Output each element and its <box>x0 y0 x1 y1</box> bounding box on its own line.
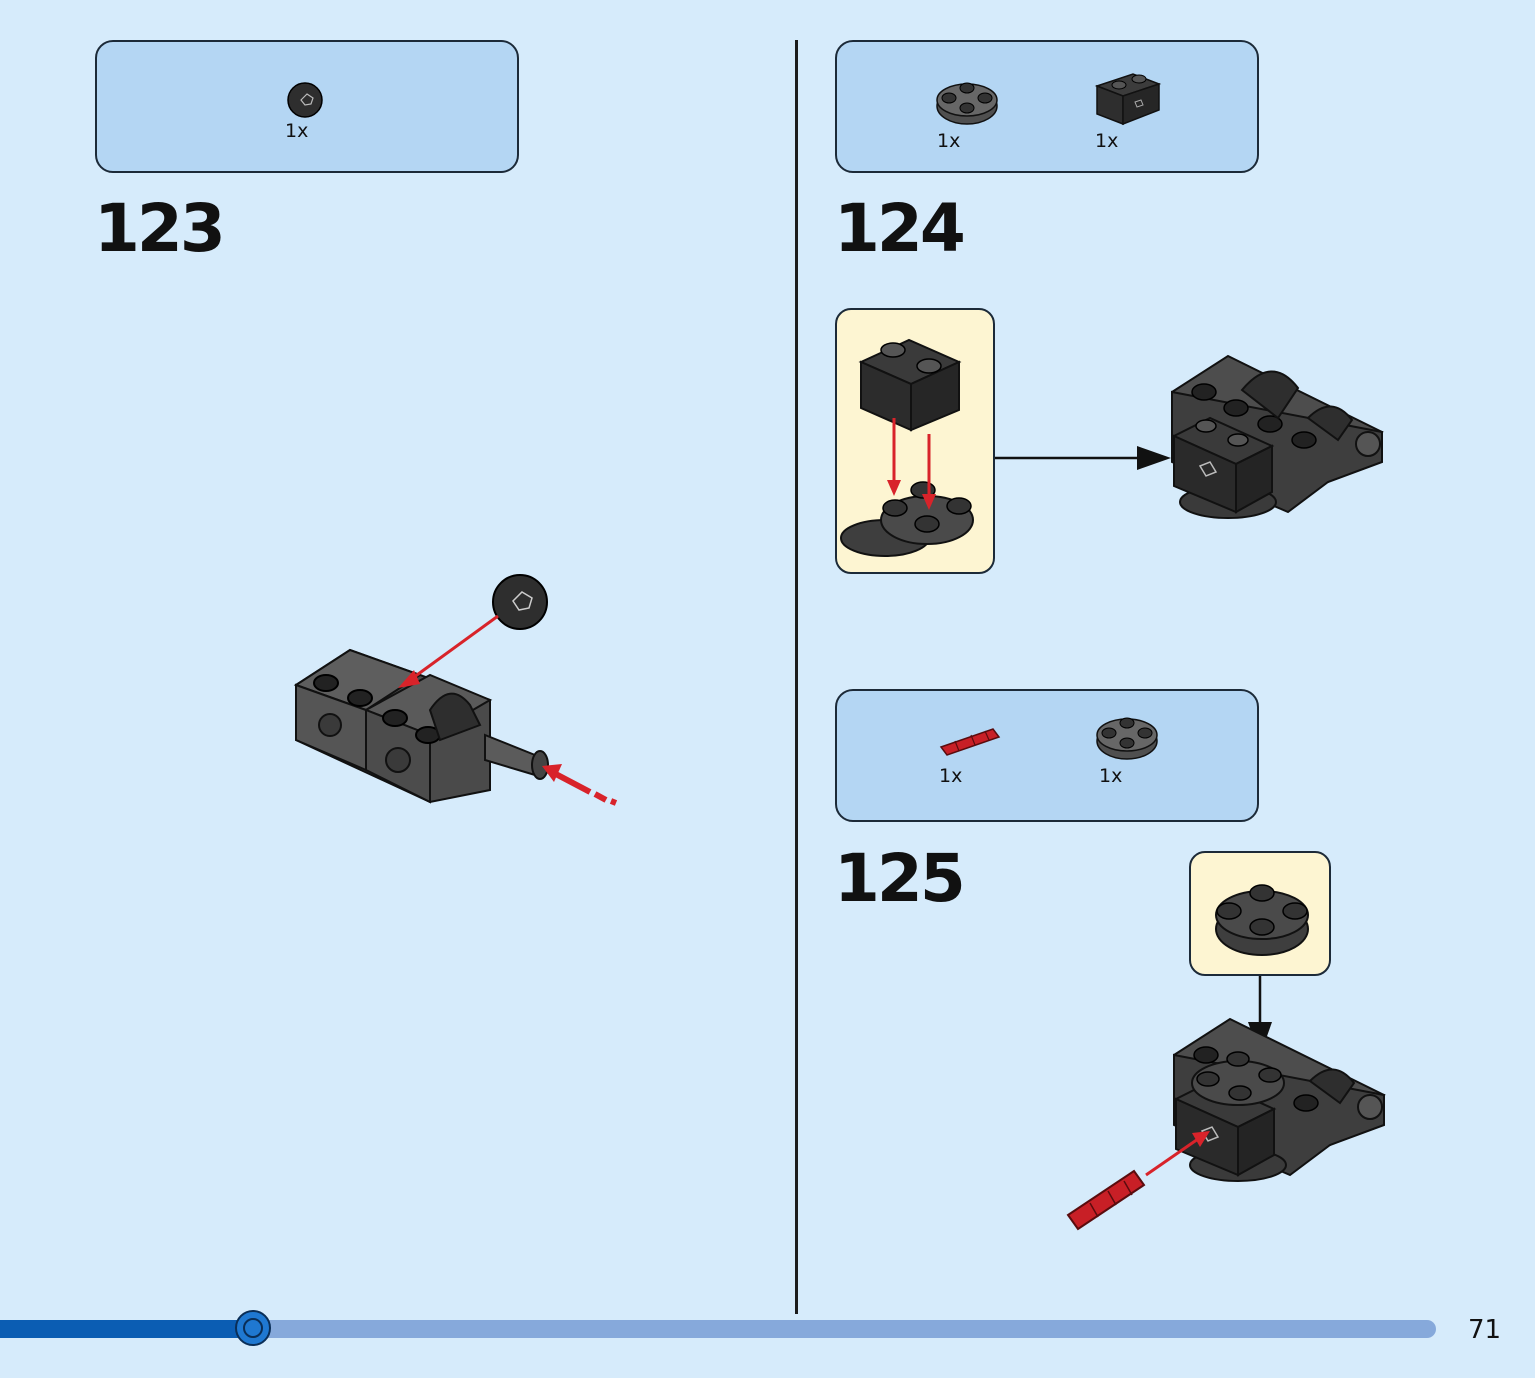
step-number-125: 125 <box>834 840 966 917</box>
parts-list-step-123: 1x <box>95 40 519 173</box>
step-125-subassembly-callout <box>1189 851 1331 976</box>
round-plate-part-icon <box>936 82 998 125</box>
progress-bar-knob <box>235 1310 271 1346</box>
step-124-assembly-illustration <box>1171 354 1384 519</box>
ball-joint-part-icon <box>287 82 323 118</box>
column-divider <box>795 40 798 1314</box>
progress-bar-fill <box>0 1320 253 1338</box>
part-quantity: 1x <box>1099 765 1123 787</box>
round-plate-part-icon <box>1096 717 1158 760</box>
step-number-123: 123 <box>94 190 226 267</box>
red-axle-part-icon <box>939 728 1001 756</box>
part-quantity: 1x <box>939 765 963 787</box>
callout-direction-arrow <box>995 446 1171 470</box>
part-quantity: 1x <box>1095 130 1119 152</box>
progress-bar-track <box>0 1320 1436 1338</box>
parts-list-step-124: 1x 1x <box>835 40 1259 173</box>
parts-list-step-125: 1x 1x <box>835 689 1259 822</box>
round-plate-illustration <box>1215 884 1309 956</box>
part-quantity: 1x <box>937 130 961 152</box>
step-number-124: 124 <box>834 190 966 267</box>
step-124-subassembly-callout <box>835 308 995 574</box>
step-123-assembly-illustration <box>293 574 618 806</box>
page-number: 71 <box>1468 1315 1502 1345</box>
brick-axle-hole-part-icon <box>1094 73 1162 126</box>
brick-onto-plate-illustration <box>840 338 974 557</box>
step-125-assembly-illustration <box>1066 1017 1386 1231</box>
part-quantity: 1x <box>285 120 309 142</box>
